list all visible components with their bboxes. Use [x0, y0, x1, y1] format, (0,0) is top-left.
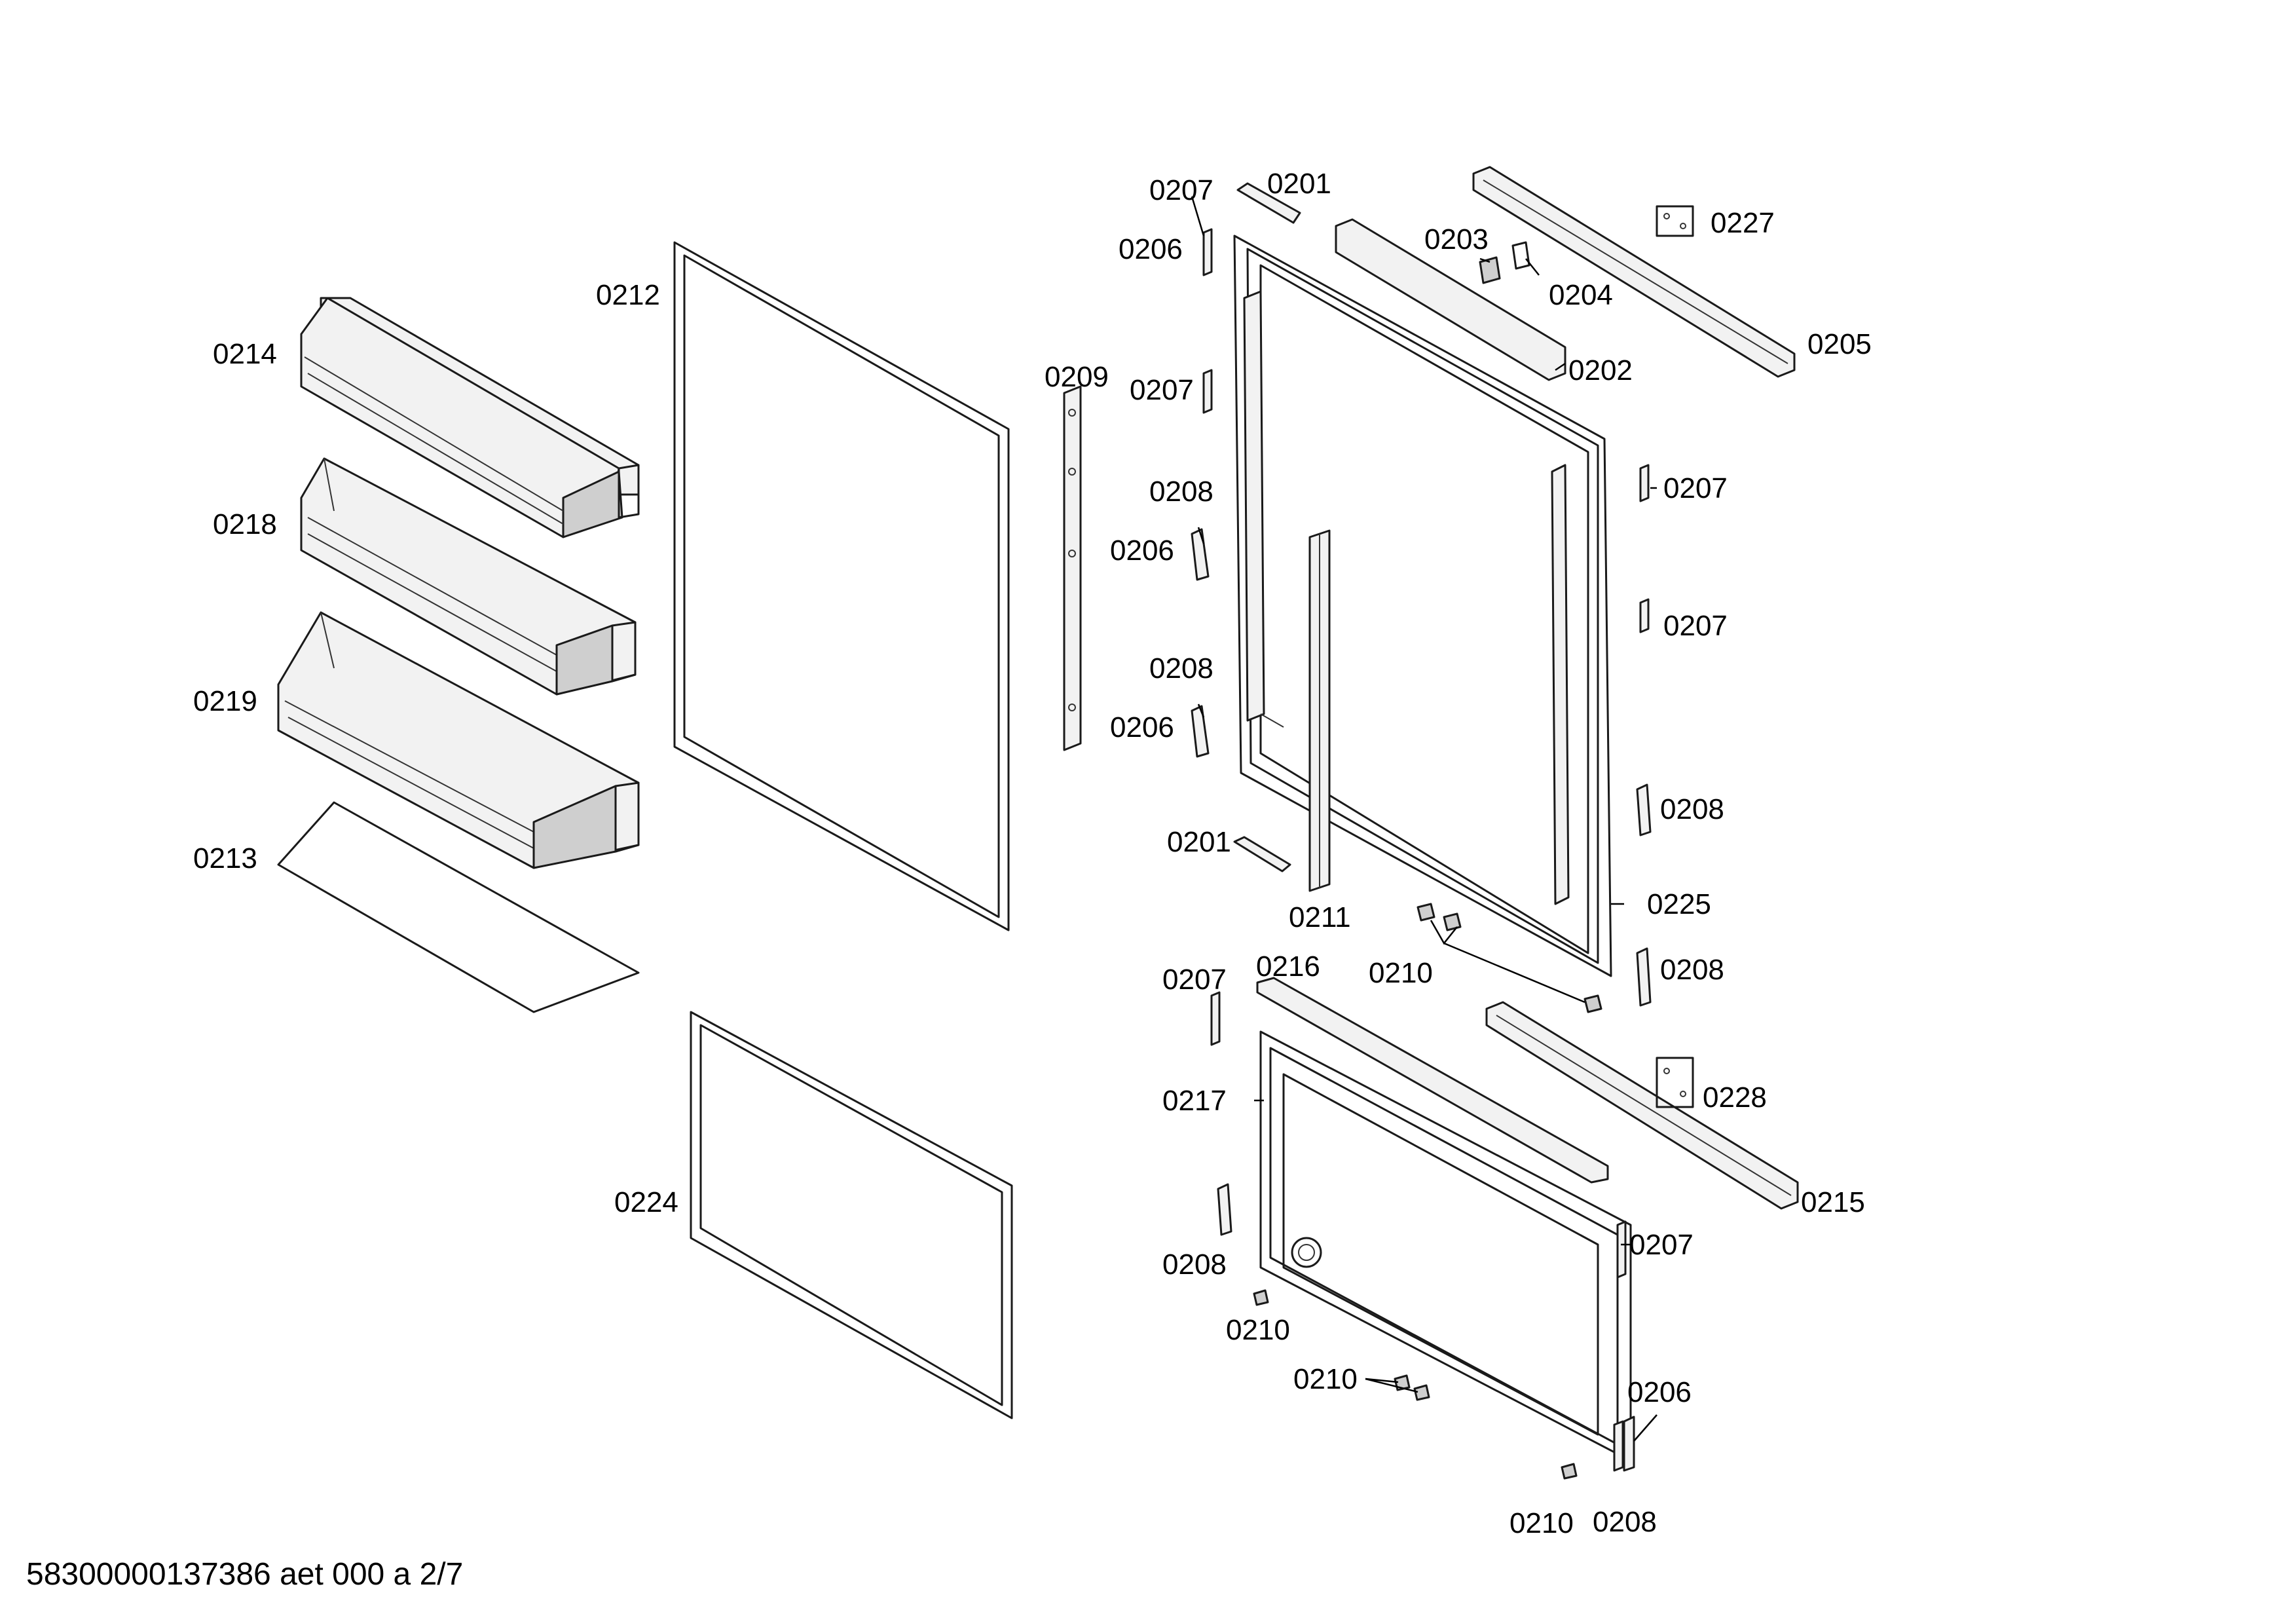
leader-lines [1191, 196, 1657, 1442]
hinge-0207-right-1 [1639, 464, 1650, 502]
door-gasket-0224 [690, 1011, 1013, 1419]
label-0215: 0215 [1801, 1186, 1865, 1218]
door-shelf-0214 [300, 297, 640, 538]
door-shelf-0219 [277, 611, 640, 869]
label-0210-b: 0210 [1226, 1314, 1290, 1346]
label-0210-a: 0210 [1369, 957, 1433, 989]
plate-0228 [1656, 1057, 1694, 1108]
label-0214: 0214 [213, 338, 277, 370]
door-gasket-0212 [673, 241, 1010, 931]
label-0228: 0228 [1703, 1081, 1767, 1114]
label-0208-f: 0208 [1593, 1506, 1657, 1538]
label-0206-d: 0206 [1627, 1376, 1692, 1408]
small-part-0204 [1511, 241, 1530, 270]
label-0217: 0217 [1162, 1085, 1227, 1117]
label-0207-e: 0207 [1162, 964, 1227, 996]
label-0225: 0225 [1647, 888, 1711, 920]
hinge-0207-lower-right [1616, 1220, 1627, 1279]
small-part-0203 [1479, 256, 1501, 284]
hinge-0206-left-3 [1191, 705, 1210, 758]
label-0210-c: 0210 [1293, 1363, 1358, 1395]
label-0203: 0203 [1424, 223, 1489, 255]
hinge-0207-left-1 [1202, 369, 1213, 414]
top-cover-0202 [1335, 218, 1566, 381]
strip-0216 [1256, 977, 1609, 1184]
label-0208-e: 0208 [1162, 1248, 1227, 1281]
label-0201-a: 0201 [1267, 168, 1331, 200]
hinge-0206-left-2 [1191, 528, 1210, 581]
label-0208-d: 0208 [1660, 954, 1724, 986]
vertical-bar-0209 [1063, 385, 1082, 751]
document-id: 58300000137386 aet 000 a 2/7 [26, 1557, 464, 1592]
hinge-0207-right-2 [1639, 598, 1650, 633]
label-0224: 0224 [614, 1186, 678, 1218]
label-0209: 0209 [1045, 361, 1109, 393]
label-0207-a: 0207 [1149, 174, 1213, 206]
label-0212: 0212 [596, 279, 660, 311]
hinge-0208-right-2 [1636, 947, 1652, 1007]
hinge-0208-right-1 [1636, 783, 1652, 836]
small-part-0201-top [1236, 182, 1301, 224]
label-0202: 0202 [1568, 354, 1633, 386]
label-0219: 0219 [193, 685, 257, 717]
label-0206-c: 0206 [1110, 711, 1174, 743]
upper-door-0225 [1233, 235, 1612, 977]
label-0208-b: 0208 [1149, 652, 1213, 685]
hinge-0208-lower-right [1613, 1420, 1624, 1472]
hinge-0206-top-left [1202, 228, 1213, 276]
label-0205: 0205 [1807, 328, 1872, 360]
small-part-0201-bottom [1233, 836, 1291, 873]
label-0204: 0204 [1549, 279, 1613, 311]
label-0213: 0213 [193, 842, 257, 874]
plate-0227 [1656, 205, 1694, 237]
rail-0215 [1485, 1001, 1799, 1210]
flat-plate-0213 [277, 801, 640, 1013]
hinge-0207-lower-left [1210, 991, 1221, 1046]
hinge-0208-lower-left [1217, 1183, 1232, 1236]
label-0206-b: 0206 [1110, 535, 1174, 567]
rail-0205 [1472, 166, 1796, 378]
label-0207-f: 0207 [1629, 1229, 1694, 1261]
hinge-0206-lower-right [1623, 1416, 1635, 1472]
label-0210-d: 0210 [1509, 1507, 1574, 1539]
label-0208-a: 0208 [1149, 476, 1213, 508]
label-0227: 0227 [1711, 207, 1775, 239]
label-0207-c: 0207 [1663, 472, 1728, 504]
label-0218: 0218 [213, 508, 277, 540]
label-0201-b: 0201 [1167, 826, 1231, 858]
label-0207-b: 0207 [1130, 374, 1194, 406]
label-0208-c: 0208 [1660, 793, 1724, 825]
clip-0210-group-1 [1416, 903, 1602, 1013]
label-0216: 0216 [1256, 950, 1320, 983]
label-0211: 0211 [1289, 901, 1351, 933]
door-shelf-0218 [300, 457, 637, 696]
handle-strip-0211 [1308, 529, 1331, 892]
clip-0210-lower [1253, 1289, 1578, 1480]
label-0207-d: 0207 [1663, 610, 1728, 642]
label-0206-a: 0206 [1119, 233, 1183, 265]
